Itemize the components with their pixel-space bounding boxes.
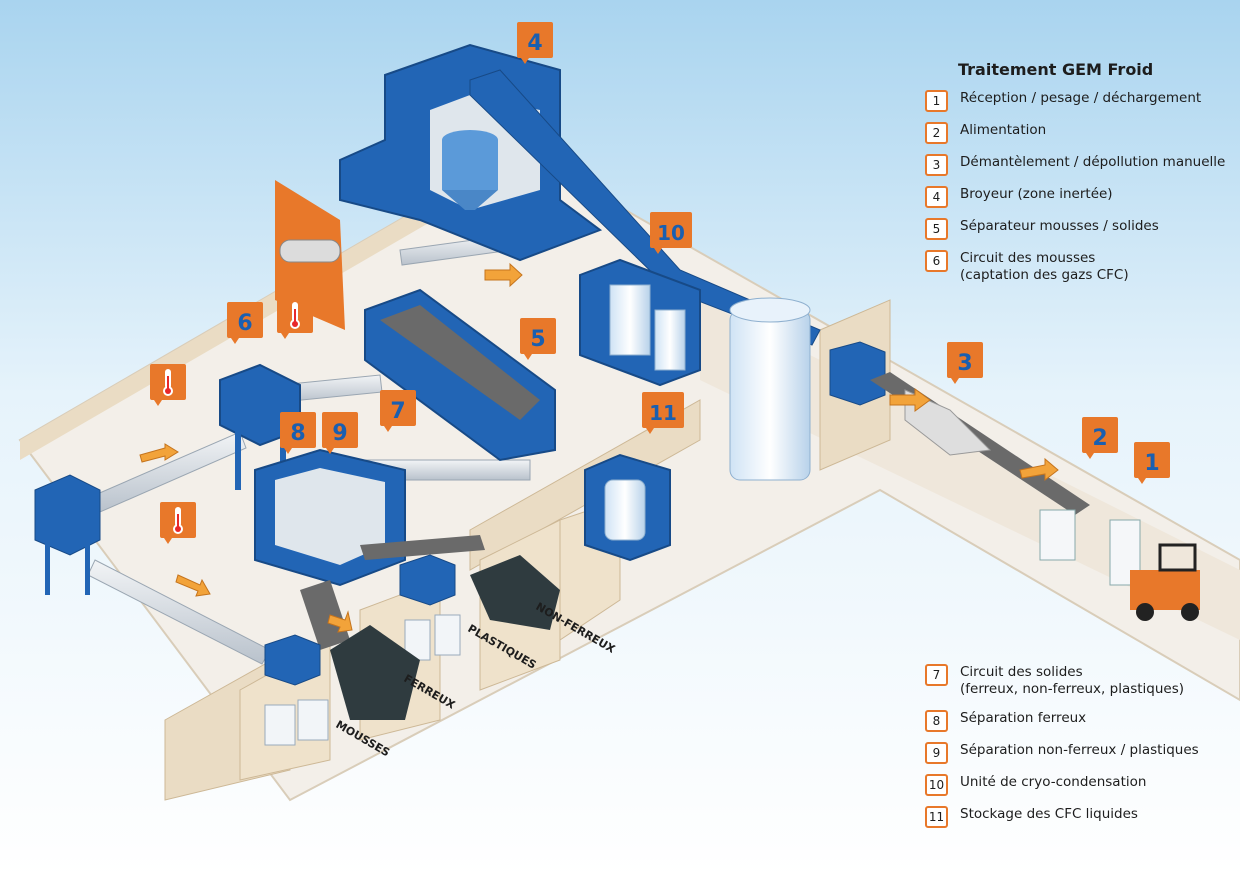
- bag-1: [264, 704, 296, 746]
- shredder-cyclone-cone: [442, 190, 498, 210]
- legend-item: 10 Unité de cryo-condensation: [925, 774, 1235, 796]
- svg-text:6: 6: [237, 311, 252, 336]
- legend-number: 10: [925, 774, 948, 796]
- ferreux-pile: [330, 625, 420, 720]
- legend-number: 2: [925, 122, 948, 144]
- large-silo: [729, 309, 811, 481]
- svg-text:4: 4: [527, 31, 542, 56]
- output-belt-2: [360, 535, 485, 560]
- legend-top: 1 Réception / pesage / déchargement 2 Alim…: [925, 90, 1235, 296]
- left-filter-leg-2: [85, 540, 90, 595]
- legend-text: Circuit des solides (ferreux, non-ferreu…: [960, 664, 1185, 697]
- legend-item: 6 Circuit des mousses (captation des gazs…: [925, 250, 1235, 284]
- thermometer-icon: [150, 364, 186, 406]
- shredder-screw: [279, 239, 341, 263]
- legend-item: 1 Réception / pesage / déchargement: [925, 90, 1235, 112]
- cfc-tank: [604, 479, 646, 541]
- thermometer-icon: [160, 502, 196, 544]
- svg-text:9: 9: [332, 421, 347, 446]
- svg-text:7: 7: [390, 399, 405, 424]
- badge-6: 6: [227, 302, 263, 344]
- process-arrows: [139, 262, 1059, 633]
- badge-8: 8: [280, 412, 316, 454]
- legend-item: 7 Circuit des solides (ferreux, non-ferre…: [925, 664, 1235, 698]
- dismantling-bench: [904, 389, 992, 456]
- badge-9: 9: [322, 412, 358, 454]
- legend-item: 11 Stockage des CFC liquides: [925, 806, 1235, 828]
- legend-item: 8 Séparation ferreux: [925, 710, 1235, 732]
- legend-text: Séparation non-ferreux / plastiques: [960, 742, 1199, 758]
- back-wall-left: [20, 150, 520, 460]
- legend-number: 3: [925, 154, 948, 176]
- shredder-cyclone-body: [442, 140, 498, 190]
- svg-text:8: 8: [290, 421, 305, 446]
- badge-1-label: 1: [1144, 451, 1159, 476]
- legend-item: 9 Séparation non-ferreux / plastiques: [925, 742, 1235, 764]
- legend-number: 5: [925, 218, 948, 240]
- legend-text: Circuit des mousses (captation des gazs …: [960, 250, 1129, 283]
- badge-2: 2: [1082, 417, 1118, 459]
- legend-text: Séparation ferreux: [960, 710, 1087, 726]
- badge-4: 4: [517, 22, 553, 64]
- svg-text:11: 11: [649, 401, 677, 425]
- legend-number: 4: [925, 186, 948, 208]
- separator-belt: [380, 305, 540, 420]
- large-silo-top: [729, 297, 811, 323]
- svg-text:10: 10: [657, 221, 685, 245]
- legend-text: Unité de cryo-condensation: [960, 774, 1147, 790]
- foam-unit-leg: [235, 430, 241, 490]
- dismantling-cabin: [829, 341, 886, 406]
- cryo-tank-2: [654, 309, 686, 371]
- legend-text: Alimentation: [960, 122, 1047, 138]
- legend-number: 1: [925, 90, 948, 112]
- legend-text: Réception / pesage / déchargement: [960, 90, 1202, 106]
- legend-number: 9: [925, 742, 948, 764]
- infeed-conveyor: [469, 69, 821, 346]
- legend-number: 7: [925, 664, 948, 686]
- badge-7: 7: [380, 390, 416, 432]
- legend-text: Broyeur (zone inertée): [960, 186, 1113, 202]
- non-ferreux-pile: [470, 555, 560, 630]
- thermometer-icon: [277, 297, 313, 339]
- bag-4: [434, 614, 461, 656]
- legend-number: 11: [925, 806, 948, 828]
- badge-1: 1: [1134, 442, 1170, 484]
- left-filter-leg: [45, 540, 50, 595]
- foam-unit-leg-2: [280, 430, 286, 490]
- badge-11: 11: [642, 392, 684, 434]
- bag-2: [297, 699, 329, 741]
- legend-text: Séparateur mousses / solides: [960, 218, 1159, 234]
- svg-text:2: 2: [1092, 426, 1107, 451]
- legend-bottom: 7 Circuit des solides (ferreux, non-ferre…: [925, 664, 1235, 838]
- legend-item: 5 Séparateur mousses / solides: [925, 218, 1235, 240]
- legend-number: 6: [925, 250, 948, 272]
- svg-text:5: 5: [530, 327, 545, 352]
- left-filter-unit: [34, 474, 101, 556]
- svg-text:3: 3: [957, 351, 972, 376]
- badge-3: 3: [947, 342, 983, 384]
- badge-5: 5: [520, 318, 556, 360]
- duct-2: [87, 559, 271, 665]
- appliance-1: [1039, 509, 1076, 561]
- legend-item: 2 Alimentation: [925, 122, 1235, 144]
- legend-item: 4 Broyeur (zone inertée): [925, 186, 1235, 208]
- ferrous-separator-interior: [275, 468, 385, 565]
- badge-10: 10: [650, 212, 692, 254]
- forklift: [1130, 543, 1200, 621]
- legend-number: 8: [925, 710, 948, 732]
- plastiques-hopper: [399, 554, 456, 606]
- mousses-hopper: [264, 634, 321, 686]
- legend-text: Démantèlement / dépollution manuelle: [960, 154, 1226, 170]
- legend-text: Stockage des CFC liquides: [960, 806, 1138, 822]
- legend-title: Traitement GEM Froid: [958, 60, 1154, 79]
- legend-item: 3 Démantèlement / dépollution manuelle: [925, 154, 1235, 176]
- cryo-tank-1: [609, 284, 651, 356]
